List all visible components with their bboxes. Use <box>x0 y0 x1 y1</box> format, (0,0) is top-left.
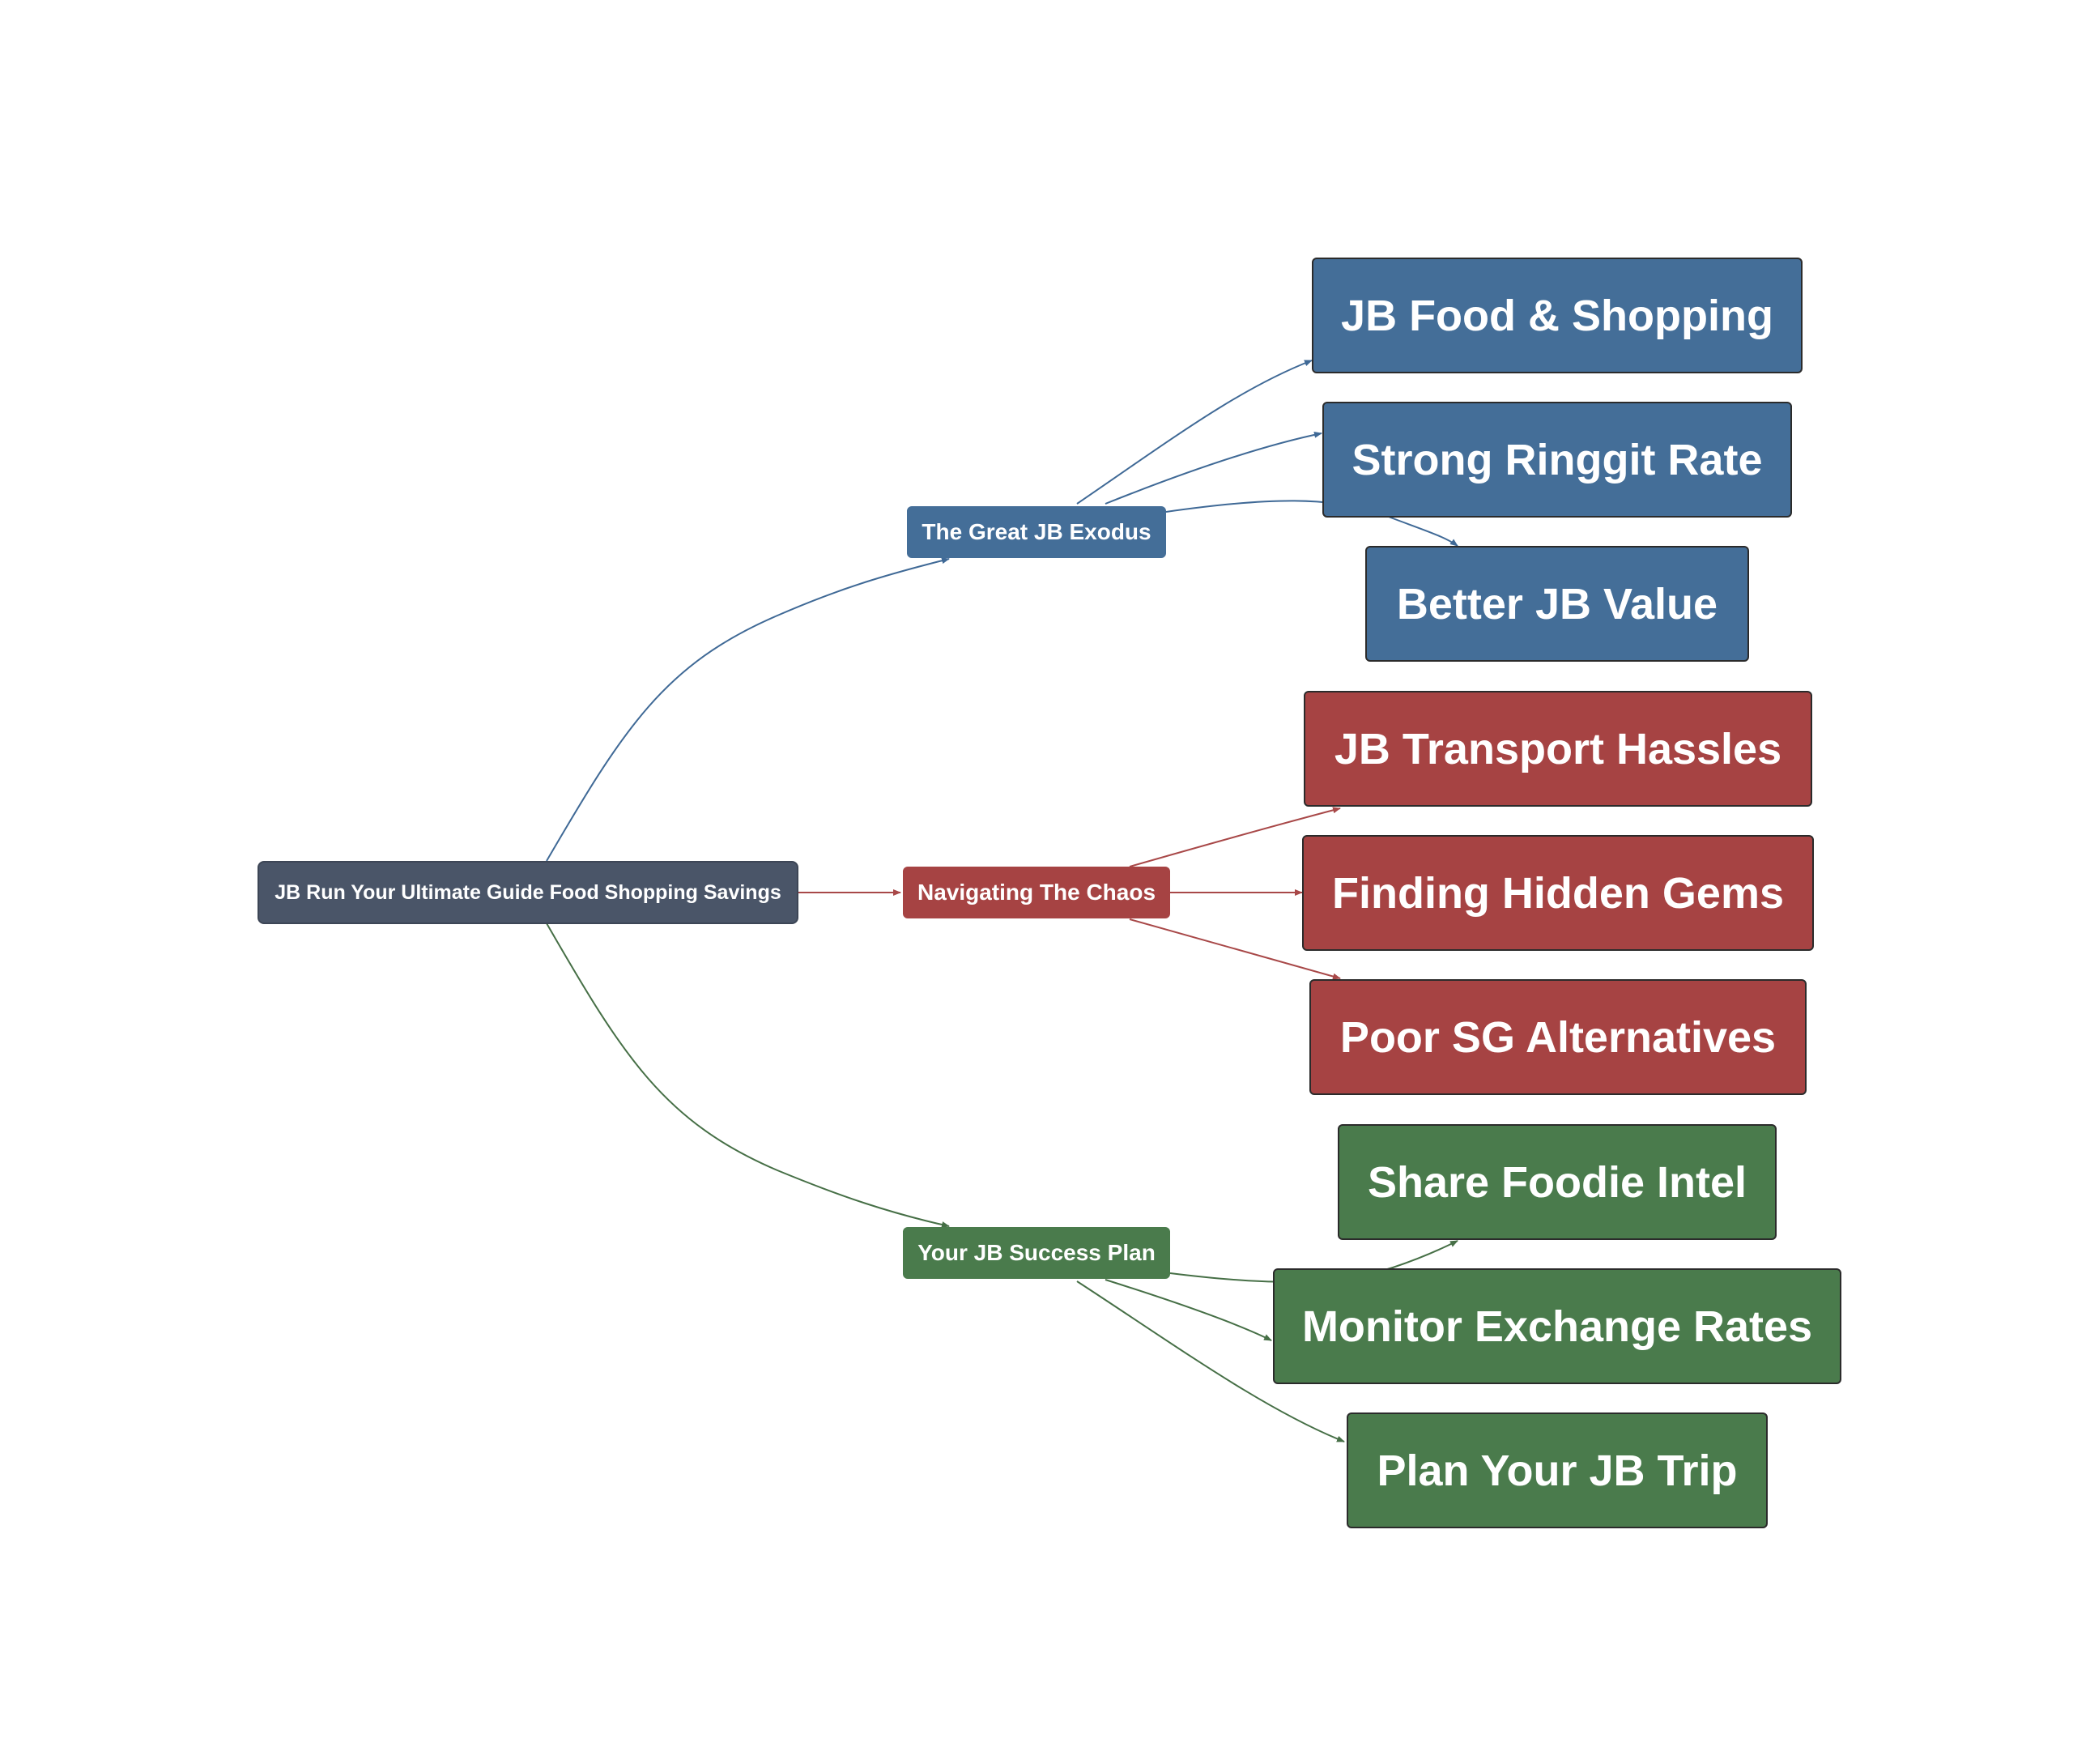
leaf-node-ringgit: Strong Ringgit Rate <box>1322 402 1792 518</box>
leaf-node-jb-food: JB Food & Shopping <box>1312 258 1803 373</box>
branch-label: Navigating The Chaos <box>917 880 1156 905</box>
leaf-node-value: Better JB Value <box>1365 546 1749 662</box>
leaf-label: Share Foodie Intel <box>1367 1157 1747 1207</box>
edge-chaos-to-alternatives <box>1129 918 1341 980</box>
leaf-label: Monitor Exchange Rates <box>1301 1302 1813 1351</box>
branch-node-chaos: Navigating The Chaos <box>903 867 1170 918</box>
edge-success-to-rates <box>1105 1279 1272 1341</box>
edge-root-to-success <box>546 922 950 1228</box>
edge-exodus-to-ringgit <box>1105 431 1322 505</box>
edge-chaos-to-transport <box>1129 807 1341 867</box>
root-node: JB Run Your Ultimate Guide Food Shopping… <box>258 861 798 924</box>
edge-exodus-to-jb-food <box>1076 360 1313 505</box>
branch-node-exodus: The Great JB Exodus <box>907 506 1166 558</box>
branch-label: The Great JB Exodus <box>922 519 1151 544</box>
branch-label: Your JB Success Plan <box>917 1240 1156 1265</box>
branch-node-success: Your JB Success Plan <box>903 1227 1170 1279</box>
leaf-node-rates: Monitor Exchange Rates <box>1273 1268 1841 1384</box>
leaf-label: Strong Ringgit Rate <box>1351 435 1763 484</box>
leaf-node-trip: Plan Your JB Trip <box>1347 1412 1768 1528</box>
root-label: JB Run Your Ultimate Guide Food Shopping… <box>275 880 781 904</box>
leaf-label: JB Food & Shopping <box>1341 291 1773 340</box>
leaf-label: Better JB Value <box>1396 579 1718 628</box>
edge-root-to-exodus <box>546 557 950 862</box>
leaf-node-intel: Share Foodie Intel <box>1338 1124 1777 1240</box>
leaf-label: Finding Hidden Gems <box>1331 868 1784 918</box>
leaf-label: Plan Your JB Trip <box>1377 1446 1738 1495</box>
edge-success-to-trip <box>1076 1280 1345 1442</box>
leaf-label: Poor SG Alternatives <box>1339 1012 1777 1062</box>
leaf-node-alternatives: Poor SG Alternatives <box>1309 979 1807 1095</box>
leaf-label: JB Transport Hassles <box>1334 724 1782 773</box>
leaf-node-gems: Finding Hidden Gems <box>1302 835 1814 951</box>
leaf-node-transport: JB Transport Hassles <box>1304 691 1812 807</box>
